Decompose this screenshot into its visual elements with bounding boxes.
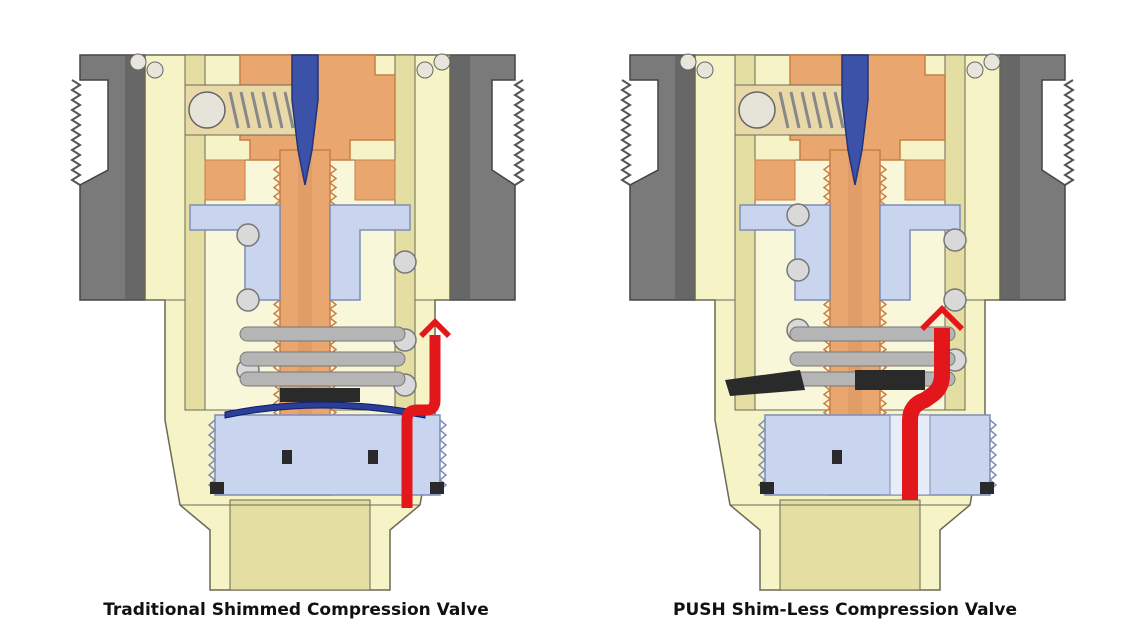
flow-arrow-shaft <box>401 335 441 508</box>
shim-clamp <box>280 388 360 402</box>
flow-arrow-shaft <box>902 328 950 500</box>
seal-right <box>430 482 444 494</box>
head-collar-right <box>354 159 396 201</box>
retainer-right <box>879 204 961 301</box>
piston-port-right <box>368 450 378 464</box>
top-roller <box>966 61 984 79</box>
top-roller <box>679 53 697 71</box>
pocket-spring-coil <box>800 91 812 129</box>
pocket-spring-coil <box>789 91 801 129</box>
retainer-right <box>329 204 411 301</box>
spring-coil-end <box>236 288 260 312</box>
spring-coil-rod <box>789 326 956 342</box>
pocket-spring-coil <box>228 91 240 129</box>
check-ball <box>738 91 776 129</box>
piston-thread-right <box>438 419 448 491</box>
pocket-spring-coil <box>272 91 284 129</box>
flow-arrow-head <box>419 318 451 338</box>
body-outlet <box>779 499 921 591</box>
pocket-spring-coil <box>778 91 790 129</box>
check-ball <box>188 91 226 129</box>
head-collar-left <box>754 159 796 201</box>
pocket-spring-coil <box>822 91 834 129</box>
seal-left <box>760 482 774 494</box>
push-valve-cross-section <box>620 53 1075 591</box>
piston-port-left <box>832 450 842 464</box>
piston-thread-left <box>207 419 217 491</box>
top-roller <box>983 53 1001 71</box>
piston-port-left <box>282 450 292 464</box>
right-nut-thread <box>1063 79 1075 186</box>
piston-block <box>764 414 991 496</box>
shaft-bore <box>848 150 862 495</box>
metering-needle <box>841 54 869 186</box>
spring-coil-rod <box>239 371 406 387</box>
spring-coil-end <box>393 250 417 274</box>
pocket-spring-coil <box>261 91 273 129</box>
pocket-spring-coil <box>239 91 251 129</box>
traditional-valve-cross-section <box>70 53 525 591</box>
caption-push-valve: PUSH Shim-Less Compression Valve <box>673 600 1017 620</box>
head-collar-left <box>204 159 246 201</box>
spring-coil-end <box>943 228 967 252</box>
pocket-spring-coil <box>833 91 845 129</box>
spring-seat-left <box>725 370 805 396</box>
piston-thread-right <box>988 419 998 491</box>
top-roller <box>416 61 434 79</box>
seal-left <box>210 482 224 494</box>
top-roller <box>433 53 451 71</box>
right-nut-shadow <box>450 55 470 300</box>
spring-seat-right <box>855 370 925 390</box>
spring-coil-end <box>786 258 810 282</box>
pocket-spring-coil <box>811 91 823 129</box>
left-nut-shadow <box>675 55 695 300</box>
caption-traditional-valve: Traditional Shimmed Compression Valve <box>103 600 489 620</box>
spring-coil-end <box>943 288 967 312</box>
top-roller <box>696 61 714 79</box>
shim-stack <box>224 401 426 419</box>
pocket-spring-coil <box>283 91 295 129</box>
left-nut-thread <box>70 79 82 186</box>
spring-coil-rod <box>789 351 956 367</box>
metering-needle <box>291 54 319 186</box>
spring-coil-rod <box>239 351 406 367</box>
left-nut-thread <box>620 79 632 186</box>
head-collar-right <box>904 159 946 201</box>
piston-thread-left <box>757 419 767 491</box>
spring-coil-end <box>786 203 810 227</box>
right-nut-shadow <box>1000 55 1020 300</box>
seal-right <box>980 482 994 494</box>
top-roller <box>129 53 147 71</box>
right-nut-thread <box>513 79 525 186</box>
flow-arrow-head <box>920 305 964 331</box>
pocket-spring-coil <box>250 91 262 129</box>
left-nut-shadow <box>125 55 145 300</box>
top-roller <box>146 61 164 79</box>
spring-coil-end <box>236 223 260 247</box>
body-outlet <box>229 499 371 591</box>
spring-coil-rod <box>239 326 406 342</box>
